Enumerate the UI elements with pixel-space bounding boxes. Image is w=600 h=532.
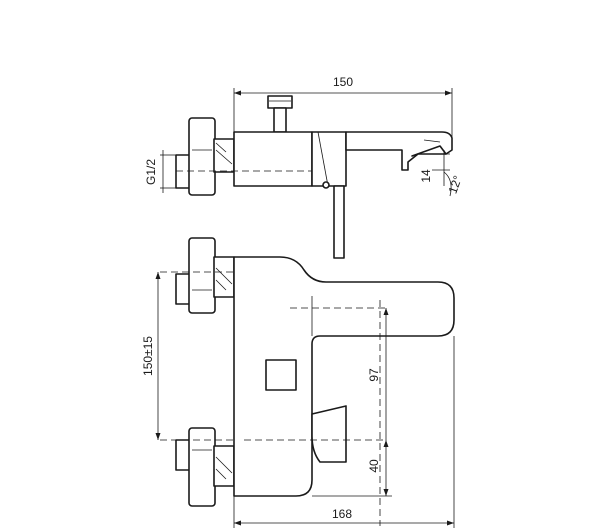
angle-label: 12° xyxy=(446,174,465,196)
dim-arrow xyxy=(155,272,161,279)
lever xyxy=(333,185,345,259)
dim-arrow xyxy=(445,90,452,96)
valve-body-front xyxy=(233,256,455,497)
handle-plate xyxy=(311,131,347,187)
dim-arrow xyxy=(383,489,389,496)
upper-nut xyxy=(213,256,235,298)
dim-150-label: 150 xyxy=(333,75,353,89)
thread-label: G1/2 xyxy=(144,159,158,185)
nut-hatch xyxy=(215,456,233,474)
wall-flange xyxy=(188,117,216,196)
outlet-block xyxy=(311,405,347,463)
angle-arc xyxy=(443,171,452,197)
dim-arrow xyxy=(234,520,241,526)
nut-hatch xyxy=(215,142,227,153)
nut-hatch xyxy=(215,279,227,291)
dim-168-label: 168 xyxy=(332,507,352,521)
nut-hatch xyxy=(215,468,227,480)
cartridge-square xyxy=(265,359,297,391)
upper-flange xyxy=(188,237,216,314)
spout-detail xyxy=(423,139,441,143)
nut-hatch xyxy=(215,267,233,285)
plate-edge xyxy=(317,131,329,187)
side-view: 150 G1/2 14 xyxy=(144,75,465,259)
dim-97-label: 97 xyxy=(367,368,381,382)
lever-pivot xyxy=(322,181,330,189)
dim-40-label: 40 xyxy=(367,459,381,473)
nut-hatch xyxy=(215,149,233,165)
dim-inlet-label: 150±15 xyxy=(141,336,155,376)
valve-body xyxy=(233,131,313,187)
lower-nut xyxy=(213,445,235,487)
lower-flange xyxy=(188,427,216,507)
dim-arrow xyxy=(383,308,389,315)
dim-arrow xyxy=(155,433,161,440)
cartridge-cap xyxy=(267,95,293,109)
dim-arrow xyxy=(447,520,454,526)
dim-arrow xyxy=(383,440,389,447)
spout xyxy=(345,131,453,171)
cartridge-stem xyxy=(273,107,287,133)
front-view: 150±15 97 40 168 xyxy=(141,237,455,528)
dim-arrow xyxy=(234,90,241,96)
dim-14-label: 14 xyxy=(419,169,433,183)
